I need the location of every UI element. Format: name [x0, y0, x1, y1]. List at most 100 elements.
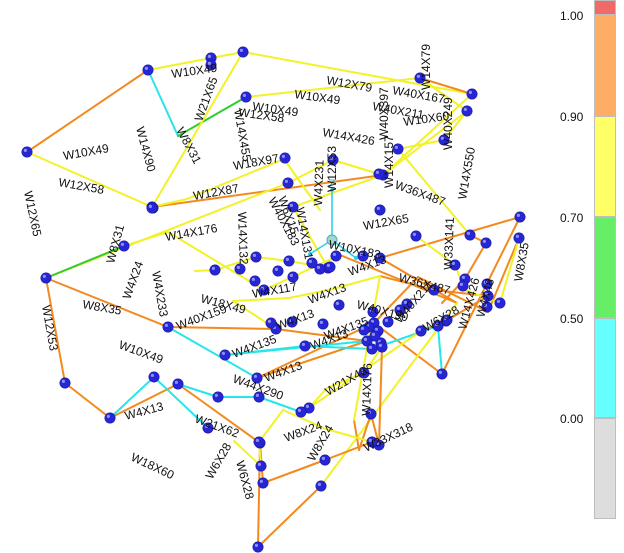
joint-node[interactable]: [240, 91, 252, 103]
frame-member[interactable]: [397, 148, 471, 236]
frame-member[interactable]: [45, 277, 169, 328]
joint-node[interactable]: [464, 229, 476, 241]
frame-member[interactable]: [263, 254, 341, 291]
joint-node[interactable]: [324, 261, 336, 273]
joint-node[interactable]: [376, 341, 388, 353]
frame-member[interactable]: [147, 69, 179, 137]
frame-member[interactable]: [464, 242, 487, 280]
joint-node[interactable]: [369, 330, 381, 342]
frame-member[interactable]: [445, 295, 489, 322]
joint-node[interactable]: [295, 406, 307, 418]
joint-node[interactable]: [148, 371, 160, 383]
frame-member[interactable]: [292, 206, 329, 269]
joint-node[interactable]: [283, 255, 295, 267]
joint-node[interactable]: [436, 368, 448, 380]
joint-node[interactable]: [480, 237, 492, 249]
frame-member[interactable]: [339, 254, 458, 304]
frame-member[interactable]: [26, 69, 149, 153]
frame-member[interactable]: [419, 77, 473, 95]
frame-member[interactable]: [397, 139, 445, 150]
frame-member[interactable]: [275, 328, 368, 342]
frame-member[interactable]: [324, 441, 373, 461]
frame-member[interactable]: [419, 77, 468, 112]
joint-node[interactable]: [253, 436, 265, 448]
joint-node[interactable]: [249, 275, 261, 287]
frame-member[interactable]: [379, 257, 458, 304]
frame-member[interactable]: [288, 288, 334, 299]
joint-node[interactable]: [162, 321, 174, 333]
frame-member[interactable]: [325, 428, 373, 443]
frame-member[interactable]: [373, 322, 443, 375]
joint-node[interactable]: [172, 378, 184, 390]
frame-member[interactable]: [332, 275, 381, 290]
joint-node[interactable]: [282, 177, 294, 189]
frame-member[interactable]: [151, 51, 244, 208]
frame-member[interactable]: [378, 346, 383, 446]
joint-node[interactable]: [146, 202, 158, 214]
frame-member[interactable]: [437, 325, 443, 375]
joint-node[interactable]: [255, 460, 267, 472]
frame-member[interactable]: [26, 151, 153, 208]
frame-member[interactable]: [258, 396, 302, 413]
frame-member[interactable]: [262, 459, 326, 484]
joint-node[interactable]: [494, 297, 506, 309]
joint-node[interactable]: [257, 477, 269, 489]
frame-member[interactable]: [443, 110, 468, 141]
joint-node[interactable]: [366, 343, 378, 355]
joint-node[interactable]: [279, 152, 291, 164]
joint-node[interactable]: [466, 88, 478, 100]
joint-node[interactable]: [40, 272, 52, 284]
frame-member[interactable]: [304, 345, 373, 350]
frame-member[interactable]: [167, 326, 258, 379]
frame-member[interactable]: [257, 485, 322, 548]
joint-node[interactable]: [374, 204, 386, 216]
joint-node[interactable]: [209, 264, 221, 276]
frame-member[interactable]: [177, 96, 247, 137]
frame-member[interactable]: [177, 383, 219, 398]
joint-node[interactable]: [219, 349, 231, 361]
frame-member[interactable]: [177, 383, 261, 444]
frame-member[interactable]: [320, 302, 458, 487]
frame-member[interactable]: [287, 159, 334, 184]
frame-member[interactable]: [353, 419, 360, 451]
frame-member[interactable]: [186, 158, 285, 200]
frame-member[interactable]: [232, 297, 290, 302]
joint-node[interactable]: [142, 64, 154, 76]
frame-member[interactable]: [373, 276, 419, 324]
frame-member[interactable]: [147, 51, 244, 71]
frame-member[interactable]: [109, 376, 155, 419]
joint-node[interactable]: [104, 412, 116, 424]
frame-member[interactable]: [464, 289, 501, 304]
frame-member[interactable]: [282, 409, 327, 430]
frame-member[interactable]: [64, 382, 111, 419]
joint-node[interactable]: [59, 377, 71, 389]
frame-member[interactable]: [292, 174, 384, 208]
joint-node[interactable]: [237, 46, 249, 58]
joint-node[interactable]: [319, 454, 331, 466]
frame-member[interactable]: [153, 376, 209, 429]
frame-member[interactable]: [415, 235, 456, 266]
frame-member[interactable]: [233, 440, 262, 467]
joint-node[interactable]: [410, 230, 422, 242]
joint-node[interactable]: [21, 146, 33, 158]
frame-member[interactable]: [382, 93, 473, 176]
frame-member[interactable]: [379, 216, 521, 259]
frame-member[interactable]: [45, 277, 66, 384]
frame-member[interactable]: [245, 77, 421, 98]
frame-member[interactable]: [214, 256, 257, 271]
joint-node[interactable]: [514, 211, 526, 223]
frame-member[interactable]: [326, 372, 365, 389]
frame-member[interactable]: [258, 409, 284, 443]
frame-member[interactable]: [256, 322, 375, 379]
joint-node[interactable]: [252, 541, 264, 553]
joint-node[interactable]: [333, 299, 345, 311]
frame-member[interactable]: [45, 245, 125, 279]
frame-member[interactable]: [358, 413, 372, 451]
frame-member[interactable]: [332, 159, 380, 175]
frame-member[interactable]: [167, 231, 265, 291]
joint-node[interactable]: [272, 265, 284, 277]
joint-node[interactable]: [234, 263, 246, 275]
joint-node[interactable]: [306, 257, 318, 269]
